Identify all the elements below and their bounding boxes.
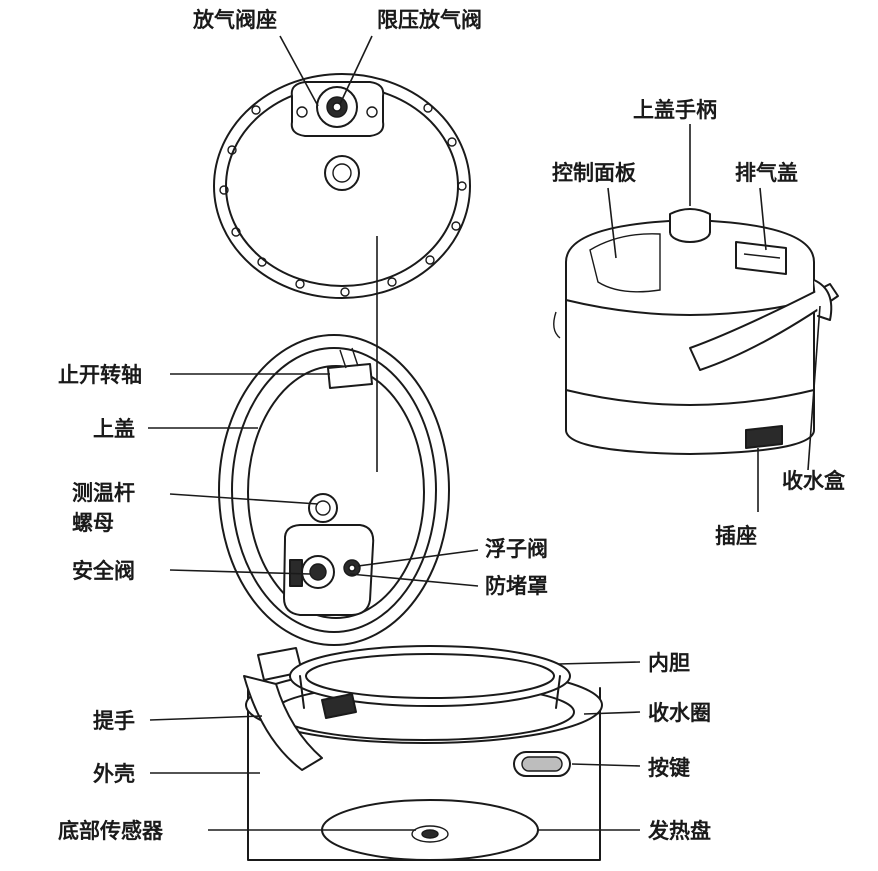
label-temp-rod: 测温杆 [72,481,135,505]
label-upper-lid: 上盖 [93,417,135,441]
label-inner-pot: 内胆 [648,651,690,675]
label-nut: 螺母 [72,511,114,535]
label-outer-shell: 外壳 [93,762,135,786]
lid-inner-view [213,73,471,299]
label-pressure-limit-valve: 限压放气阀 [377,8,482,32]
label-heating-plate: 发热盘 [647,819,711,843]
closed-cooker [553,208,839,455]
open-upper-lid [218,334,450,681]
label-carry-handle: 提手 [93,709,135,733]
label-safety-valve: 安全阀 [72,559,135,583]
label-anti-block-cover: 防堵罩 [485,574,548,598]
cooker-body [243,645,603,861]
label-hinge-shaft: 止开转轴 [58,363,142,387]
leader-lines [148,35,821,831]
label-water-box: 收水盒 [782,469,846,493]
label-vent-valve-seat: 放气阀座 [192,8,277,32]
label-water-ring: 收水圈 [648,701,711,725]
label-exhaust-cover: 排气盖 [735,161,798,185]
label-float-valve: 浮子阀 [485,537,548,561]
labels: 放气阀座 限压放气阀 上盖手柄 控制面板 排气盖 止开转轴 上盖 测温杆 螺母 … [58,8,846,843]
label-control-panel: 控制面板 [552,161,637,185]
label-button: 按键 [648,756,690,780]
label-socket: 插座 [715,524,757,548]
label-lid-handle: 上盖手柄 [633,98,717,122]
label-bottom-sensor: 底部传感器 [58,819,164,843]
